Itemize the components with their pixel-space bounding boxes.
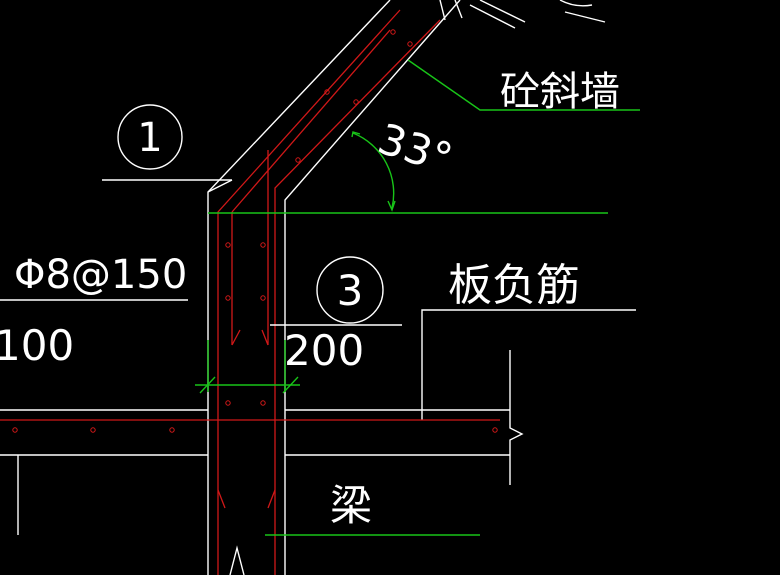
rebar-dot [295,157,301,163]
rebar-dot [353,99,359,105]
top-leader-fragment [564,11,606,23]
callout-circle-1 [117,104,183,170]
top-hatch-3 [439,0,446,21]
rebar-dot [407,41,413,47]
text-labels: 砼斜墙 33° 1 3 板负筋 Φ8@150 100 200 梁 [0,69,620,530]
rebar-spec-label: Φ8@150 [14,252,187,298]
top-hatch-4 [454,0,463,19]
slab-negative-rebar-label: 板负筋 [448,260,580,311]
rebar-dot [260,242,266,248]
rebar-outer [217,9,401,575]
rebar-dot [225,400,231,406]
concrete-outline [0,0,636,575]
angle-arrow-bottom [387,200,396,212]
dimension-100-label: 100 [0,321,74,370]
callout-3-number: 3 [337,266,364,315]
top-hatch-2 [469,4,516,29]
top-hatch-1 [479,0,526,23]
rebar-hook-right [261,329,269,346]
angle-label: 33° [372,114,458,184]
slab-negative-rebar-leader [421,309,636,420]
dimension-200-label: 200 [284,326,364,375]
rebar-dot [324,89,330,95]
rebar-dot [260,295,266,301]
top-arc-fragment [559,0,593,7]
slanted-wall-label: 砼斜墙 [500,69,620,115]
hook-bottom-1 [217,489,226,509]
rebar-dot [90,427,96,433]
rebar-hook-left [231,329,241,346]
beam-label: 梁 [330,481,372,530]
angle-arc [352,132,395,209]
bottom-arrow [229,545,245,575]
break-line [509,350,524,485]
callout-1-number: 1 [137,115,162,161]
callouts [0,104,402,575]
rebar-dot [12,427,18,433]
rebar-slant-inner [231,29,391,213]
rebar-inner-upper [274,19,441,575]
rebar-dot [225,242,231,248]
angle-arrow-top [351,131,361,138]
rebar-dot [225,295,231,301]
leaders [195,59,640,536]
slanted-wall-leader [407,59,640,111]
rebar-dot [390,29,396,35]
rebar-dot [260,400,266,406]
rebar-dot [492,427,498,433]
rebar-dot [169,427,175,433]
wall-inner-edge [284,0,461,575]
callout-circle-3 [316,256,384,324]
wall-corner-chamfer [207,179,233,193]
hook-bottom-2 [267,489,276,509]
rebar [0,9,500,575]
